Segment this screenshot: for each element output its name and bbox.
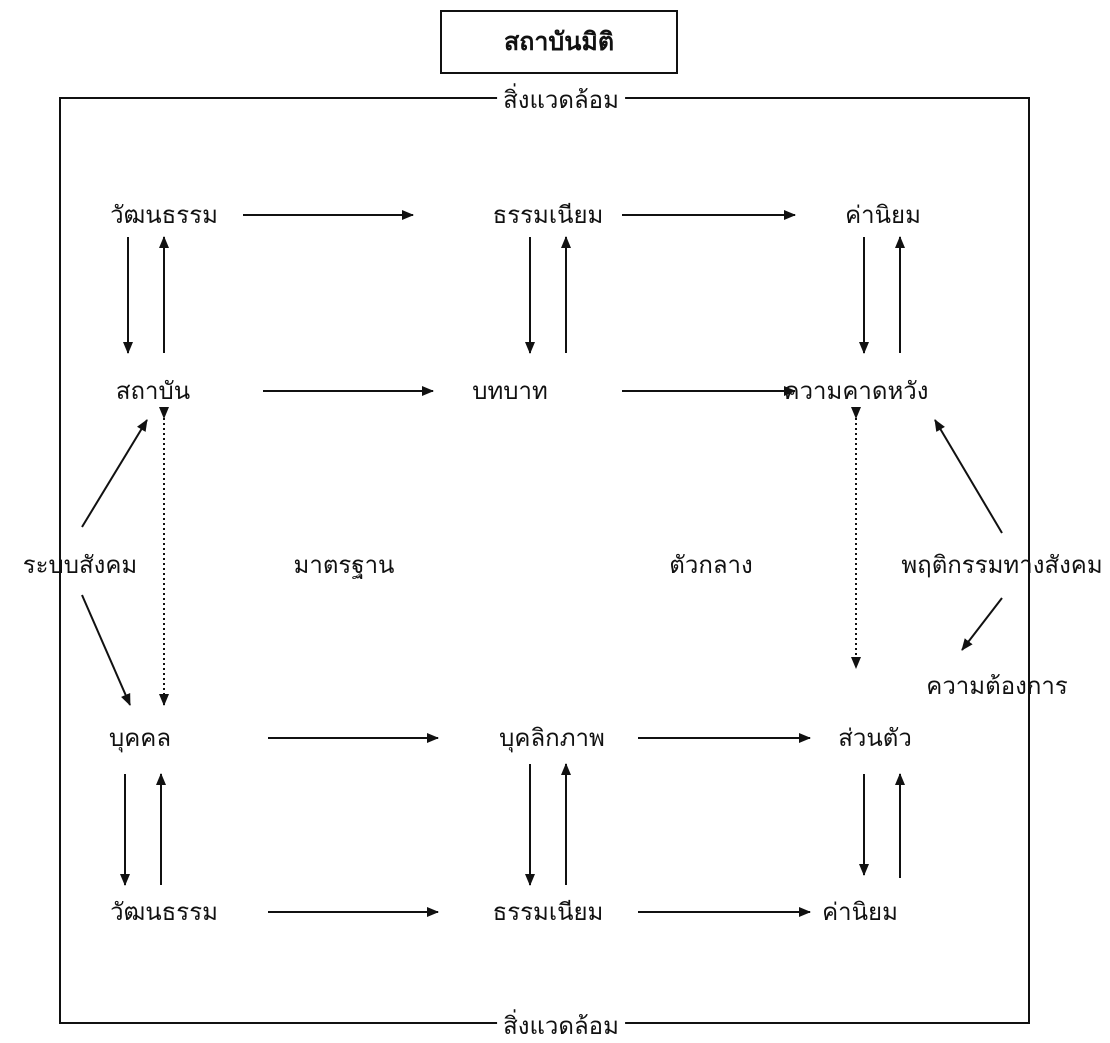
node-value-top: ค่านิยม	[845, 201, 921, 229]
node-role: บทบาท	[472, 377, 548, 405]
arrow-system-to-individual	[81, 594, 131, 706]
arrow-behavior-to-expectation	[934, 419, 1003, 534]
node-custom-top: ธรรมเนียม	[492, 201, 604, 229]
diagram-title: สถาบันมิติ	[503, 27, 615, 56]
node-culture-bottom: วัฒนธรรม	[110, 898, 218, 926]
node-expectation: ความคาดหวัง	[783, 377, 929, 405]
node-value-bottom: ค่านิยม	[822, 898, 898, 926]
node-personal: ส่วนตัว	[838, 724, 912, 752]
node-institution: สถาบัน	[115, 377, 191, 405]
node-individual: บุคคล	[108, 724, 172, 752]
arrow-system-to-institution	[81, 419, 148, 528]
title-box: สถาบันมิติ	[440, 10, 678, 74]
node-social-system: ระบบสังคม	[22, 551, 138, 579]
node-social-behavior: พฤติกรรมทางสังคม	[901, 551, 1103, 579]
environment-label-top: สิ่งแวดล้อม	[497, 85, 625, 115]
arrow-behavior-to-needs	[961, 597, 1003, 651]
node-mediator: ตัวกลาง	[669, 551, 753, 579]
node-standard: มาตรฐาน	[293, 551, 395, 579]
node-personality: บุคลิกภาพ	[499, 724, 605, 752]
node-needs: ความต้องการ	[926, 672, 1068, 700]
node-custom-bottom: ธรรมเนียม	[492, 898, 604, 926]
node-culture-top: วัฒนธรรม	[110, 201, 218, 229]
environment-frame	[59, 97, 1030, 1024]
environment-label-bottom: สิ่งแวดล้อม	[497, 1011, 625, 1041]
